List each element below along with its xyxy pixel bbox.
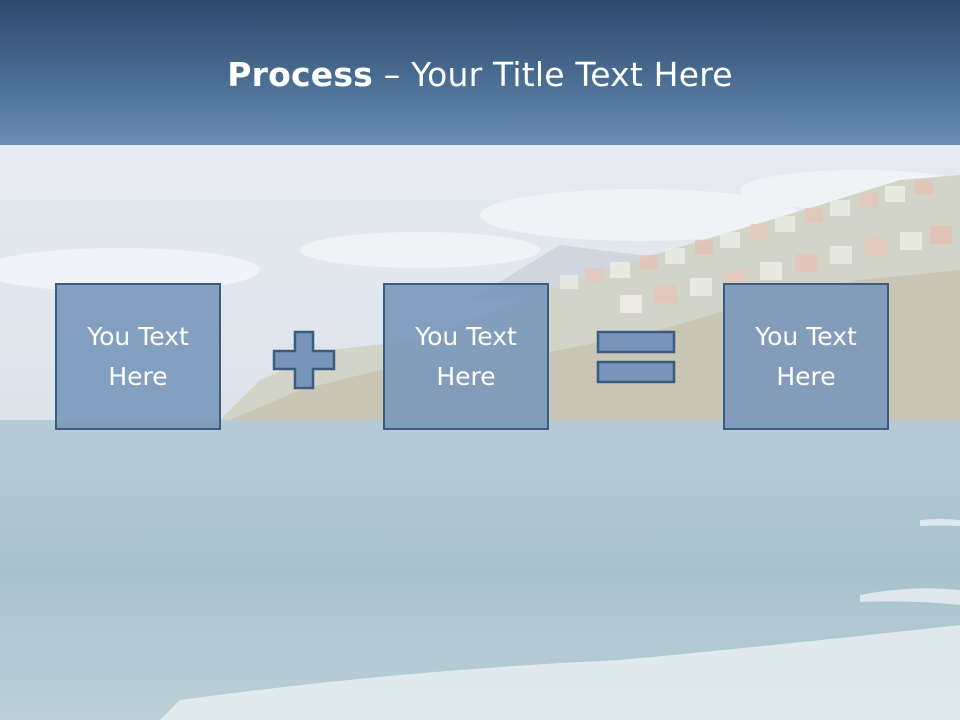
process-box-1-text: You Text Here (87, 321, 189, 391)
process-box-3: You Text Here (723, 283, 889, 430)
plus-icon (272, 330, 336, 390)
title-bold-word: Process (227, 55, 374, 94)
process-box-3-text: You Text Here (755, 321, 857, 391)
process-box-2-text: You Text Here (415, 321, 517, 391)
title-bar (0, 0, 960, 145)
equals-icon (596, 330, 676, 384)
process-box-1: You Text Here (55, 283, 221, 430)
process-box-2: You Text Here (383, 283, 549, 430)
slide-title: Process – Your Title Text Here (0, 52, 960, 98)
title-rest-text: – Your Title Text Here (373, 55, 733, 94)
